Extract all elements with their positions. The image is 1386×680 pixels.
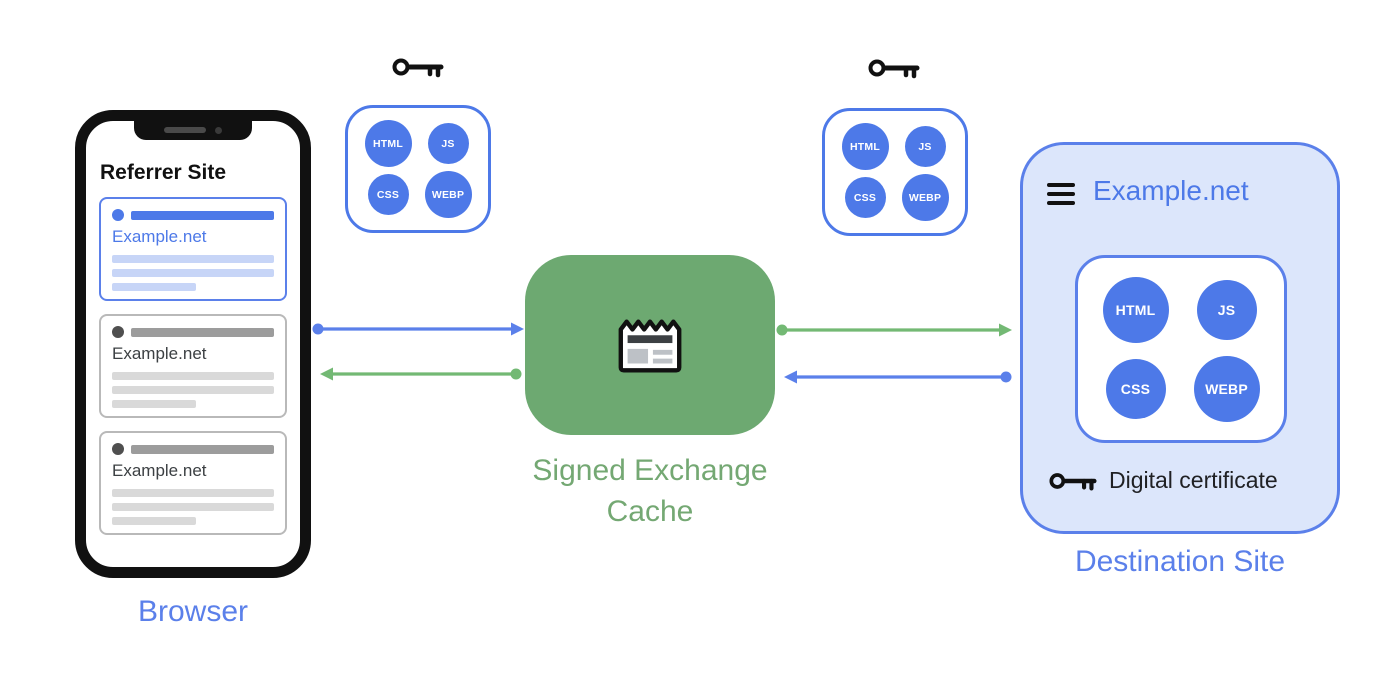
favicon-dot: [112, 209, 124, 221]
phone-camera-dot: [215, 126, 222, 134]
arrow-destination-to-cache: [784, 370, 1012, 384]
search-result-list: Example.net Example.net: [99, 197, 287, 535]
text-bar: [112, 283, 197, 291]
arrow-browser-to-cache: [312, 322, 524, 336]
destination-resource-bundle: HTML JS CSS WEBP: [1075, 255, 1287, 443]
js-resource-chip: JS: [427, 123, 469, 164]
search-result-card: Example.net: [99, 314, 287, 418]
result-domain: Example.net: [112, 461, 207, 480]
favicon-dot: [112, 326, 124, 338]
result-domain: Example.net: [112, 344, 207, 363]
key-icon: [1049, 472, 1097, 490]
text-bar: [112, 400, 197, 408]
destination-site-label: Destination Site: [1074, 545, 1286, 578]
text-placeholder-bars: [112, 489, 274, 525]
js-resource-chip: JS: [904, 126, 946, 167]
browser-label: Browser: [137, 595, 249, 628]
text-bar: [112, 503, 274, 511]
text-bar: [112, 255, 274, 263]
js-resource-chip: JS: [1196, 279, 1257, 340]
css-resource-chip: CSS: [844, 177, 886, 218]
headline-bar: [131, 444, 274, 454]
destination-domain-title: Example.net: [1093, 175, 1249, 206]
signed-bundle-left: HTML JS CSS WEBP: [345, 105, 491, 233]
text-bar: [112, 269, 274, 277]
referrer-site-title: Referrer Site: [100, 161, 227, 184]
result-header: [112, 326, 274, 338]
text-placeholder-bars: [112, 372, 274, 408]
cache-label-line1: Signed Exchange: [532, 454, 768, 487]
webp-resource-chip: WEBP: [901, 174, 949, 221]
key-icon: [392, 58, 444, 78]
result-header: [112, 209, 274, 221]
result-header: [112, 443, 274, 455]
digital-certificate-row: Digital certificate: [1049, 467, 1278, 494]
webp-resource-chip: WEBP: [1193, 355, 1260, 422]
result-domain: Example.net: [112, 227, 207, 246]
text-bar: [112, 489, 274, 497]
search-result-card: Example.net: [99, 431, 287, 535]
key-icon: [868, 59, 920, 79]
search-result-card-highlighted: Example.net: [99, 197, 287, 301]
text-bar: [112, 372, 274, 380]
css-resource-chip: CSS: [367, 174, 409, 215]
css-resource-chip: CSS: [1105, 358, 1166, 419]
digital-certificate-label: Digital certificate: [1109, 467, 1278, 493]
html-resource-chip: HTML: [1102, 276, 1169, 343]
browser-phone: Referrer Site Example.net Example.net: [75, 110, 311, 578]
menu-icon: [1047, 183, 1075, 205]
headline-bar: [131, 327, 274, 337]
text-bar: [112, 517, 197, 525]
cache-label: Signed Exchange Cache: [480, 450, 820, 533]
receipt-document-icon: [618, 319, 682, 373]
phone-notch: [134, 120, 252, 140]
signed-exchange-cache-box: [525, 255, 775, 435]
headline-bar: [131, 210, 274, 220]
phone-speaker: [164, 127, 206, 133]
text-bar: [112, 386, 274, 394]
arrow-cache-to-browser: [320, 367, 522, 381]
html-resource-chip: HTML: [364, 120, 412, 167]
arrow-cache-to-destination: [776, 323, 1012, 337]
signed-bundle-right: HTML JS CSS WEBP: [822, 108, 968, 236]
destination-site-box: Example.net HTML JS CSS WEBP Digital cer…: [1020, 142, 1340, 534]
text-placeholder-bars: [112, 255, 274, 291]
webp-resource-chip: WEBP: [424, 171, 472, 218]
html-resource-chip: HTML: [841, 123, 889, 170]
favicon-dot: [112, 443, 124, 455]
cache-label-line2: Cache: [606, 495, 694, 529]
